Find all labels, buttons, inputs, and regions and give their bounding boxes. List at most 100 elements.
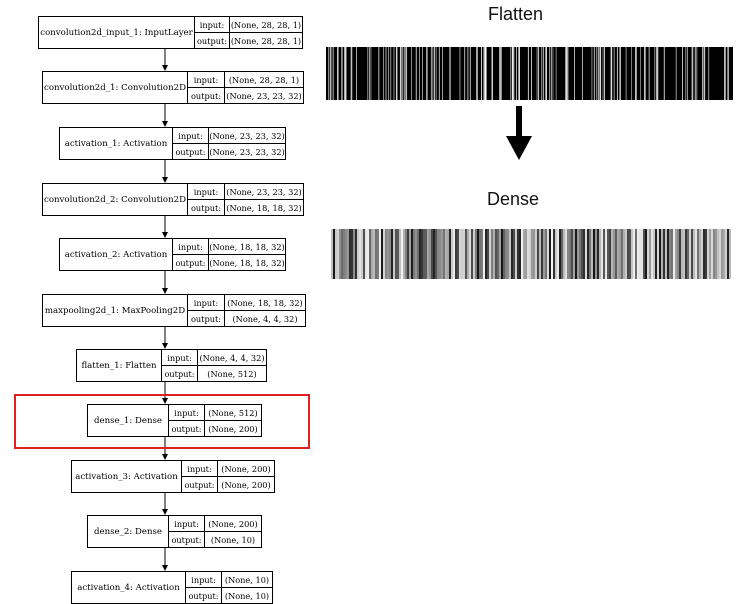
activation-stripe	[709, 229, 712, 279]
activation-stripe	[544, 47, 546, 100]
activation-stripe	[701, 47, 703, 100]
activation-stripe	[426, 47, 429, 100]
activation-stripe	[686, 47, 688, 100]
activation-stripe	[434, 47, 437, 100]
input-shape-value: (None, 200)	[221, 463, 271, 474]
activation-stripe	[500, 47, 503, 100]
activation-stripe	[700, 47, 702, 100]
activation-stripe	[395, 47, 398, 100]
activation-stripe	[374, 47, 376, 100]
activation-stripe	[646, 47, 648, 100]
activation-stripe	[501, 47, 503, 100]
activation-stripe	[357, 229, 360, 279]
activation-stripe	[653, 229, 656, 279]
activation-stripe	[421, 229, 424, 279]
activation-stripe	[442, 47, 444, 100]
activation-stripe	[430, 47, 432, 100]
activation-stripe	[608, 47, 610, 100]
layer-name: convolution2d_1: Convolution2D	[43, 72, 188, 103]
activation-stripe	[327, 47, 329, 100]
activation-stripe	[394, 47, 396, 100]
activation-stripe	[573, 229, 576, 279]
activation-stripe	[415, 229, 418, 279]
input-shape-value: (None, 28, 28, 1)	[230, 19, 302, 30]
output-label: output:	[182, 477, 218, 492]
activation-stripe	[703, 229, 706, 279]
activation-stripe	[727, 229, 730, 279]
activation-stripe	[687, 47, 689, 100]
activation-stripe	[430, 47, 433, 100]
activation-stripe	[329, 47, 331, 100]
activation-stripe	[597, 47, 599, 100]
activation-stripe	[477, 47, 480, 100]
activation-stripe	[698, 47, 700, 100]
activation-stripe	[610, 47, 612, 100]
activation-stripe	[422, 47, 424, 100]
activation-stripe	[372, 47, 375, 100]
activation-stripe	[546, 47, 549, 100]
activation-stripe	[475, 47, 477, 100]
activation-stripe	[349, 47, 352, 100]
activation-stripe	[335, 229, 338, 279]
input-shape-value: (None, 4, 4, 32)	[199, 352, 265, 363]
activation-stripe	[724, 47, 726, 100]
activation-stripe	[698, 47, 701, 100]
activation-stripe	[558, 47, 560, 100]
activation-stripe	[557, 47, 559, 100]
activation-stripe	[641, 47, 643, 100]
activation-stripe	[554, 47, 557, 100]
input-shape-value: (None, 200)	[208, 518, 258, 529]
activation-stripe	[328, 47, 330, 100]
activation-stripe	[715, 229, 718, 279]
activation-stripe	[527, 47, 530, 100]
activation-stripe	[495, 47, 497, 100]
input-shape-value: (None, 23, 23, 32)	[209, 130, 285, 141]
activation-stripe	[509, 47, 511, 100]
activation-stripe	[671, 229, 674, 279]
activation-stripe	[571, 229, 574, 279]
activation-stripe	[699, 47, 701, 100]
connector-arrowhead	[162, 509, 168, 515]
activation-stripe	[528, 47, 530, 100]
activation-stripe	[529, 229, 532, 279]
activation-stripe	[628, 47, 630, 100]
activation-stripe	[601, 47, 603, 100]
activation-stripe	[729, 229, 731, 279]
activation-stripe	[613, 229, 616, 279]
activation-stripe	[426, 47, 428, 100]
activation-stripe	[548, 47, 550, 100]
activation-stripe	[557, 229, 560, 279]
activation-stripe	[381, 47, 383, 100]
activation-stripe	[398, 47, 400, 100]
output-shape-value: (None, 18, 18, 32)	[226, 202, 302, 213]
activation-stripe	[421, 47, 423, 100]
activation-stripe	[388, 47, 390, 100]
activation-stripe	[380, 47, 383, 100]
activation-stripe	[345, 47, 347, 100]
activation-stripe	[458, 47, 460, 100]
activation-stripe	[596, 47, 598, 100]
activation-stripe	[550, 47, 552, 100]
activation-stripe	[539, 229, 542, 279]
activation-stripe	[705, 47, 707, 100]
activation-stripe	[509, 229, 512, 279]
activation-stripe	[608, 47, 611, 100]
input-shape-value: (None, 18, 18, 32)	[227, 297, 303, 308]
activation-stripe	[577, 47, 579, 100]
activation-stripe	[585, 229, 588, 279]
activation-stripe	[594, 47, 596, 100]
activation-stripe	[667, 229, 670, 279]
activation-stripe	[652, 47, 654, 100]
output-label: output:	[188, 200, 225, 215]
activation-stripe	[400, 47, 402, 100]
activation-stripe	[364, 47, 367, 100]
activation-stripe	[466, 47, 468, 100]
activation-stripe	[344, 47, 346, 100]
layer-name: activation_4: Activation	[72, 572, 186, 603]
activation-stripe	[507, 47, 509, 100]
activation-stripe	[656, 47, 658, 100]
activation-stripe	[676, 47, 678, 100]
activation-stripe	[680, 47, 682, 100]
